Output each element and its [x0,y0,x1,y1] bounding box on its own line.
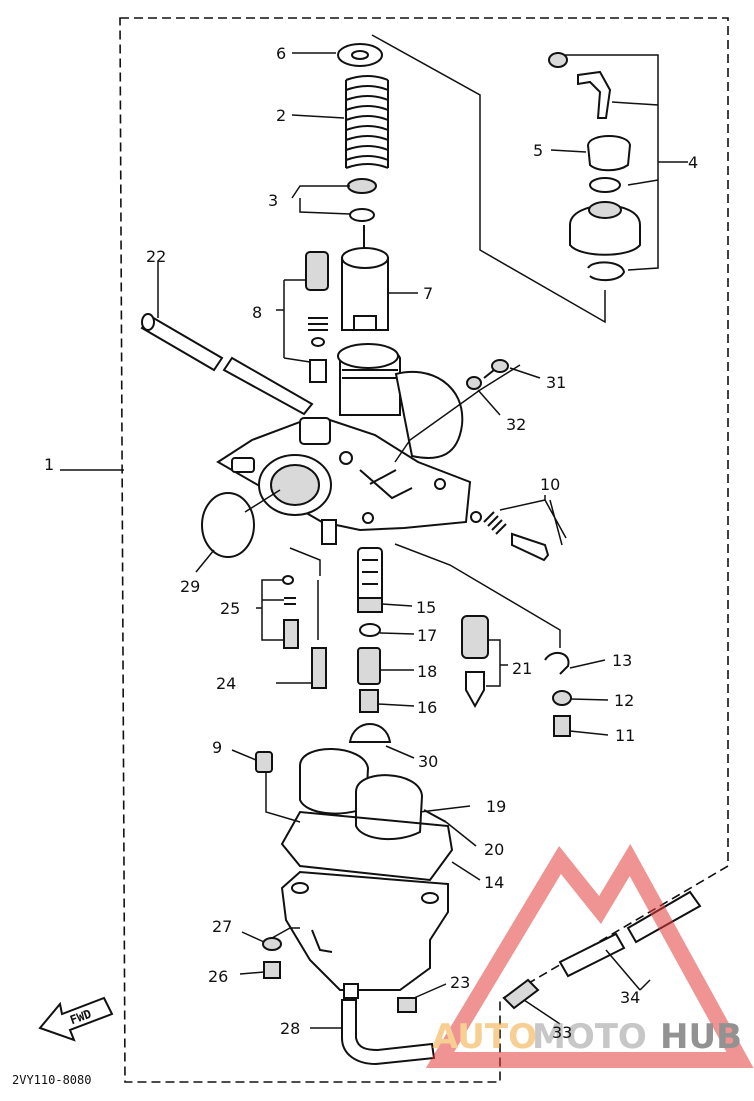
part-label-21: 21 [512,659,532,678]
part-label-18: 18 [417,662,437,681]
part-label-12: 12 [614,691,634,710]
cap-link-lines [371,34,606,463]
part-11-screw [553,715,609,737]
part-label-22: 22 [146,247,166,266]
part-20-float-pin [423,809,477,847]
part-label-34: 34 [620,988,640,1007]
carburetor-body [216,343,472,545]
part-21-needle-valve [461,615,508,709]
part-label-25: 25 [220,599,240,618]
part-27-washer [241,927,300,951]
part-28-drain-hose [310,999,436,1066]
watermark-text-hub: HUB [660,1017,742,1057]
part-label-16: 16 [417,698,437,717]
part-22-hose [140,262,314,416]
part-label-3: 3 [268,191,278,210]
part-25-pilot-jet-set [256,575,299,649]
part-14-float-bowl-gasket [280,810,481,882]
part-label-8: 8 [252,303,262,322]
part-9-plug [231,749,301,823]
part-17-o-ring [359,623,415,637]
part-label-1: 1 [44,455,54,474]
part-label-26: 26 [208,967,228,986]
body-link-line [394,543,561,648]
part-label-27: 27 [212,917,232,936]
forward-label: FWD [68,1007,93,1028]
watermark-text-moto: MOTO [532,1017,647,1057]
part-24-pilot-jet [276,647,327,689]
part-label-11: 11 [615,726,635,745]
assembly-boundary [119,17,729,1083]
part-3-needle-clip [291,178,377,222]
part-label-33: 33 [552,1023,572,1042]
part-label-28: 28 [280,1019,300,1038]
part-label-15: 15 [416,598,436,617]
part-13-clip [544,651,606,675]
part-2-spring [291,75,389,169]
part-33-joint [502,978,561,1025]
part-8-screw-set [276,251,329,383]
part-label-32: 32 [506,415,526,434]
part-32-washer [466,376,501,416]
part-label-9: 9 [212,738,222,757]
part-label-2: 2 [276,106,286,125]
part-label-4: 4 [688,153,698,172]
part-label-31: 31 [546,373,566,392]
part-10-throttle-stop-screw [470,495,567,562]
part-26-drain-screw [239,961,281,979]
part-31-screw [483,359,541,379]
watermark-logo: AUTO MOTO HUB [425,843,754,1068]
forward-arrow: FWD [38,996,114,1042]
part-12-washer [552,690,609,706]
part-29-o-ring [195,489,281,573]
part-label-23: 23 [450,973,470,992]
part-16-main-jet [359,689,415,713]
part-label-17: 17 [417,626,437,645]
part-label-20: 20 [484,840,504,859]
part-label-10: 10 [540,475,560,494]
part-label-7: 7 [423,284,433,303]
part-18-jet-holder [357,647,414,685]
watermark-triangle [425,843,754,1068]
part-7-throttle-valve [341,247,418,331]
part-label-14: 14 [484,873,504,892]
part-label-5: 5 [533,141,543,160]
part-label-6: 6 [276,44,286,63]
part-label-30: 30 [418,752,438,771]
float-bowl [280,870,449,999]
watermark-text-auto: AUTO [432,1017,537,1057]
part-5-leader [550,149,587,153]
part-30-jet-cover [348,723,415,759]
part-label-13: 13 [612,651,632,670]
part-19-float [299,748,471,841]
part-label-24: 24 [216,674,236,693]
part-number-labels: 1234567891011121314151617181920212223242… [44,44,698,1042]
part-23-drain-screw [397,983,447,1013]
drawing-code: 2VY110-8080 [12,1073,91,1087]
part-label-19: 19 [486,797,506,816]
part-6-washer [292,43,383,67]
part-label-29: 29 [180,577,200,596]
pilot-link-lines [289,547,321,640]
part-4-top-cap-assembly [548,52,688,282]
part-15-needle-jet [357,547,413,613]
